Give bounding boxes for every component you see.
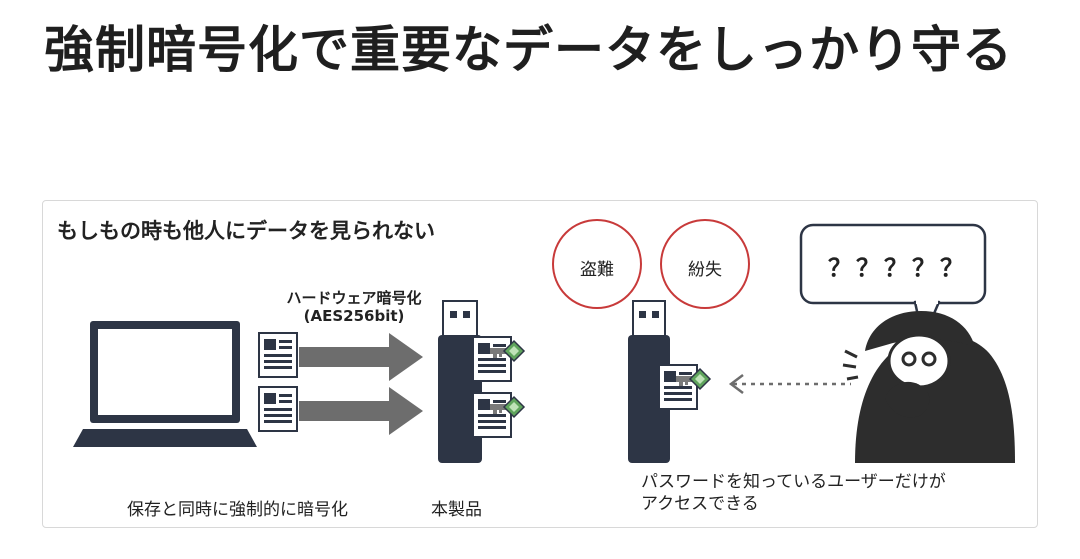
- theft-badge: [552, 219, 642, 309]
- encryption-method-label: ハードウェア暗号化 (AES256bit): [269, 289, 439, 325]
- password-access-note-line2: アクセスできる: [641, 494, 759, 514]
- page-title: 強制暗号化で重要なデータをしっかり守る: [44, 21, 1013, 79]
- encrypted-document-icon: [658, 364, 711, 410]
- auto-encrypt-label: 保存と同時に強制的に暗号化: [127, 500, 348, 520]
- confusion-marks: ？？？？？: [828, 254, 968, 282]
- encryption-diagram: もしもの時も他人にデータを見られない ハードウェア暗号化 (AES256bit)…: [42, 200, 1038, 528]
- loss-badge: [660, 219, 750, 309]
- diagram-caption: もしもの時も他人にデータを見られない: [57, 219, 435, 243]
- usb-drive-icon: [438, 300, 482, 463]
- encryption-method-name: ハードウェア暗号化: [286, 289, 422, 307]
- product-label: 本製品: [431, 500, 482, 520]
- theft-label: 盗難: [580, 260, 614, 280]
- encryption-method-spec: (AES256bit): [303, 307, 405, 325]
- password-access-note-line1: パスワードを知っているユーザーだけが: [641, 472, 946, 492]
- loss-label: 紛失: [688, 260, 722, 280]
- arrow-icon: [299, 333, 423, 435]
- password-access-note: パスワードを知っているユーザーだけが アクセスできる: [641, 471, 946, 515]
- laptop-icon: [73, 321, 257, 447]
- blocked-access-arrow: [728, 374, 851, 394]
- diagram-artwork: [73, 219, 1015, 463]
- thief-icon: [842, 311, 1015, 463]
- document-icon: [258, 332, 298, 432]
